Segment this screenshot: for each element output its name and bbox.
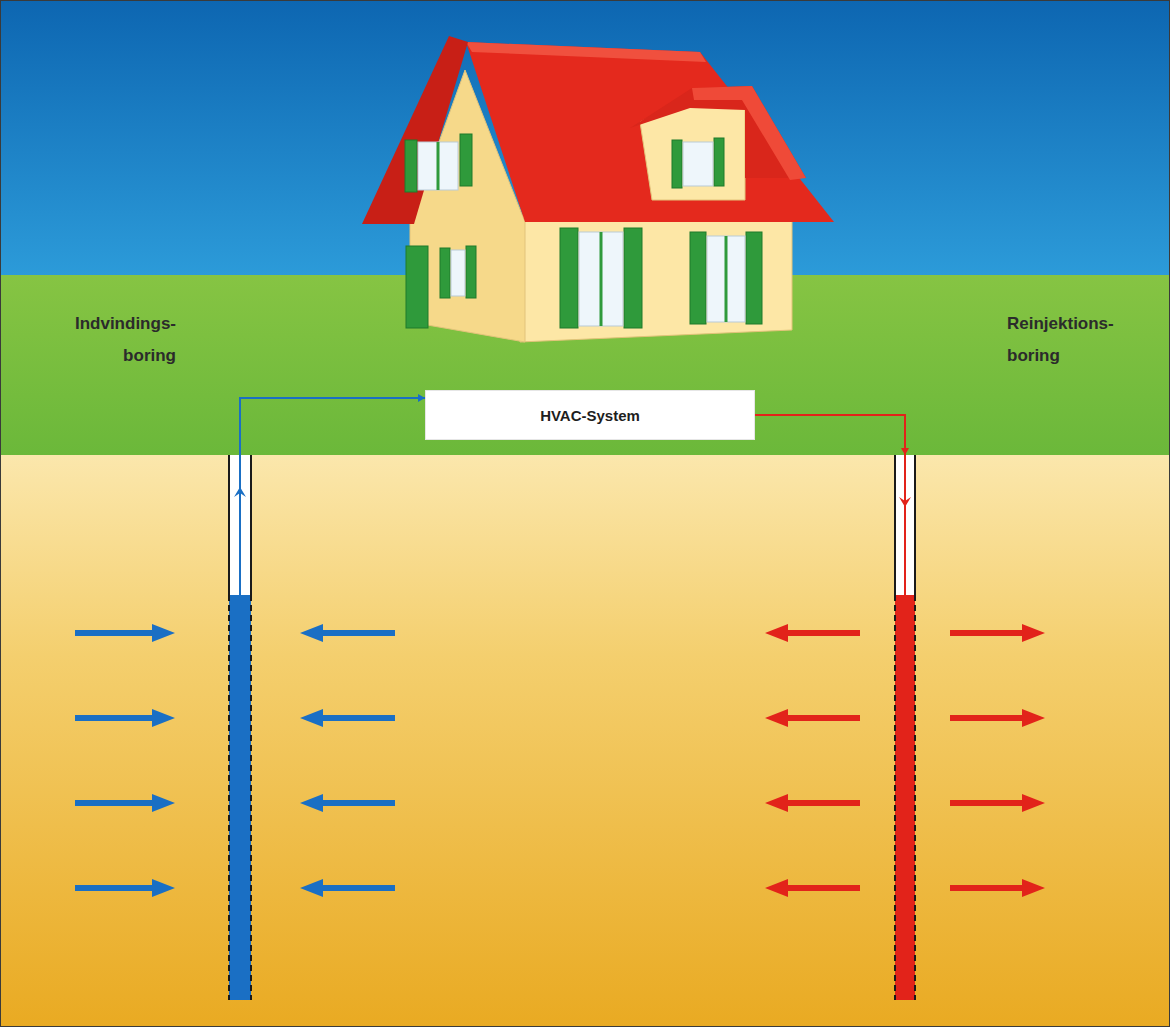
flow-direction-head	[234, 487, 246, 497]
pipe-connector	[240, 398, 425, 455]
groundwater-column	[229, 595, 251, 1000]
borehole-group: Reinjektions- boring	[878, 300, 1138, 1015]
casing-wall	[894, 455, 896, 595]
system-box: HVAC-System	[425, 390, 755, 440]
screen-wall	[228, 595, 230, 1000]
borehole-drawing	[227, 455, 253, 1000]
borehole-group: Indvindings- boring	[40, 300, 270, 1015]
flow-direction-head	[899, 497, 911, 507]
soil	[0, 455, 1170, 1027]
screen-wall	[894, 595, 896, 1000]
groundwater-column	[895, 595, 915, 1000]
casing-wall	[228, 455, 230, 595]
house	[362, 36, 834, 342]
screen-wall	[250, 595, 252, 1000]
borehole-label: Reinjektions- boring	[1007, 308, 1137, 372]
borehole	[227, 455, 253, 1000]
casing-wall	[250, 455, 252, 595]
inner-pipe	[904, 455, 906, 595]
inner-pipe	[239, 455, 241, 595]
borehole-drawing	[893, 455, 917, 1000]
borehole-casing	[895, 455, 915, 595]
screen-wall	[914, 595, 916, 1000]
borehole-casing	[229, 455, 251, 595]
system-label: HVAC-System	[540, 407, 640, 424]
borehole-label: Indvindings- boring	[48, 308, 176, 372]
casing-wall	[914, 455, 916, 595]
borehole	[893, 455, 917, 1000]
pipe-connector	[755, 415, 905, 455]
